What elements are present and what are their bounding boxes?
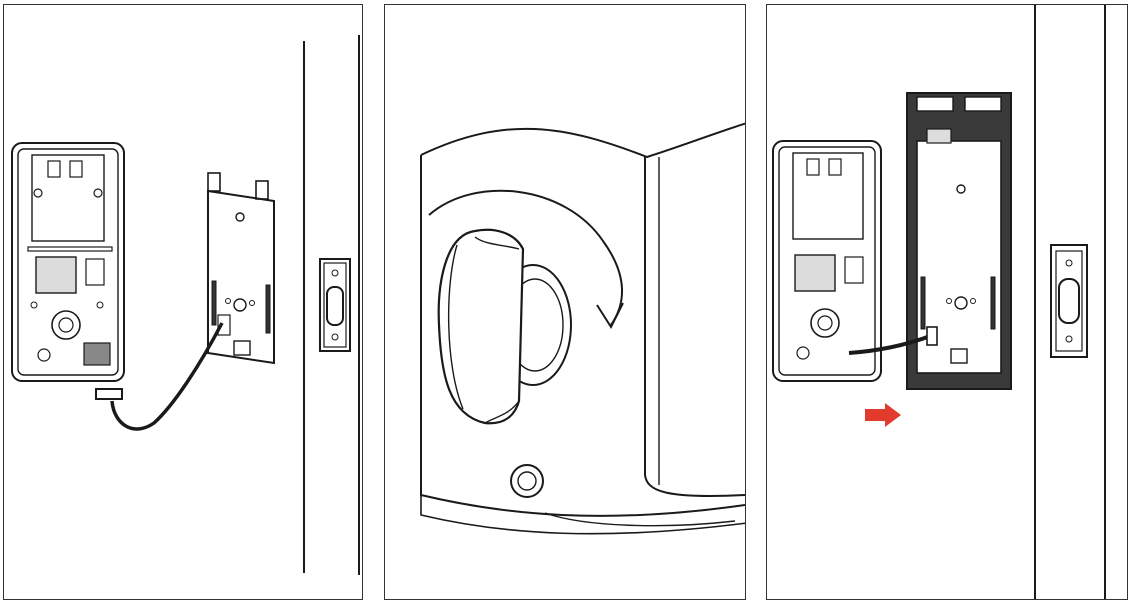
lock-housing-icon: [420, 122, 745, 535]
panel-connect-cable-illustration: [11, 35, 360, 575]
panel-slide-assembly-illustration: [772, 5, 1106, 599]
panel-slide-assembly: [766, 4, 1128, 600]
lock-interior-assembly-icon: [11, 142, 125, 382]
door-strike-plate-icon: [1050, 244, 1088, 358]
cable-icon: [95, 322, 224, 431]
lock-interior-assembly-icon: [772, 140, 882, 382]
mounting-plate-dark-icon: [906, 92, 1012, 390]
thumbturn-icon: [437, 228, 572, 425]
panel-turn-thumbturn: [384, 4, 746, 600]
door-strike-plate-icon: [319, 258, 351, 352]
push-arrow-icon: [865, 403, 901, 427]
key-cylinder-icon: [510, 464, 544, 498]
mounting-plate-icon: [207, 172, 275, 365]
rotation-arrow-icon: [428, 189, 624, 330]
panel-connect-cable: [3, 4, 363, 600]
panel-turn-thumbturn-illustration: [420, 122, 745, 535]
cable-icon: [848, 326, 938, 355]
